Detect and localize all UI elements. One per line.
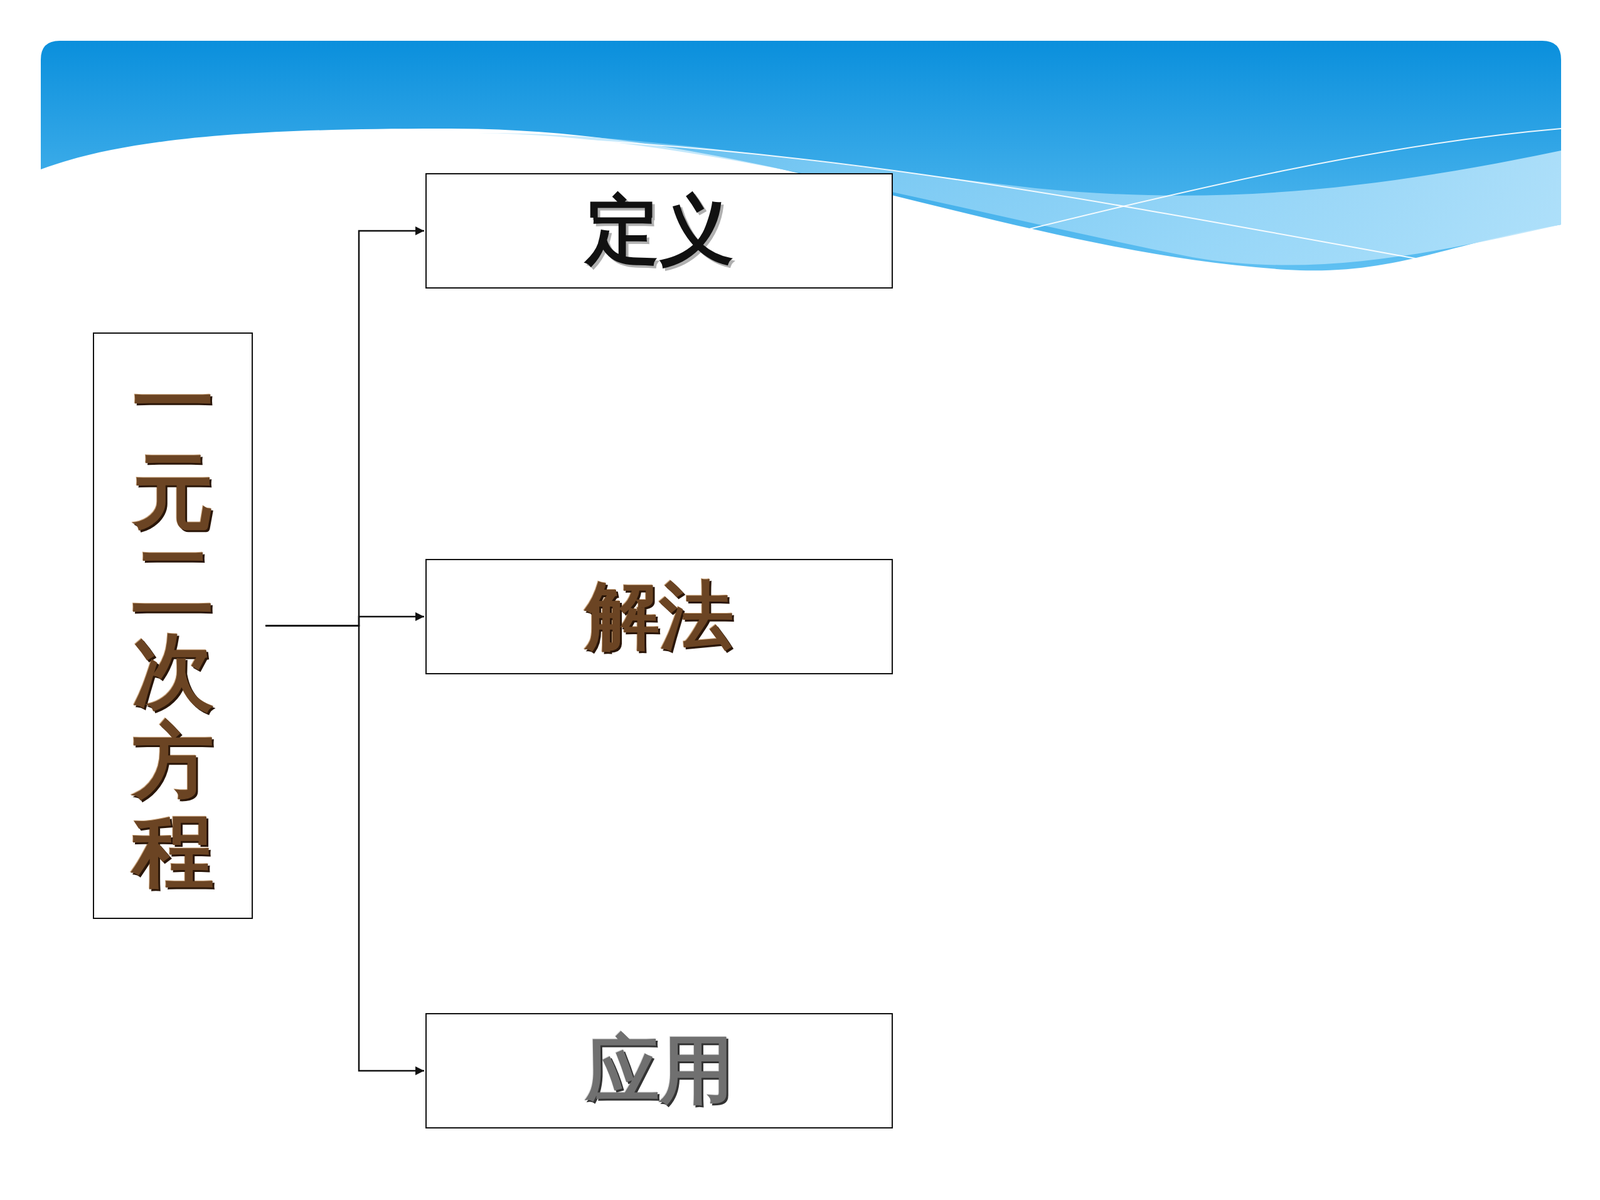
branch-box: 解法	[425, 559, 893, 675]
banner-line	[978, 128, 1562, 242]
branch-label: 定义	[585, 180, 734, 282]
branch-box: 应用	[425, 1013, 893, 1129]
branch-connector	[265, 626, 425, 1072]
branch-label: 解法	[585, 566, 734, 667]
branch-box: 定义	[425, 173, 893, 289]
branch-connector	[265, 616, 425, 627]
branch-label: 应用	[585, 1020, 734, 1122]
topic-box: 一元二次方程	[92, 332, 253, 920]
topic-label: 一元二次方程	[132, 357, 214, 896]
branch-connector	[265, 230, 425, 627]
